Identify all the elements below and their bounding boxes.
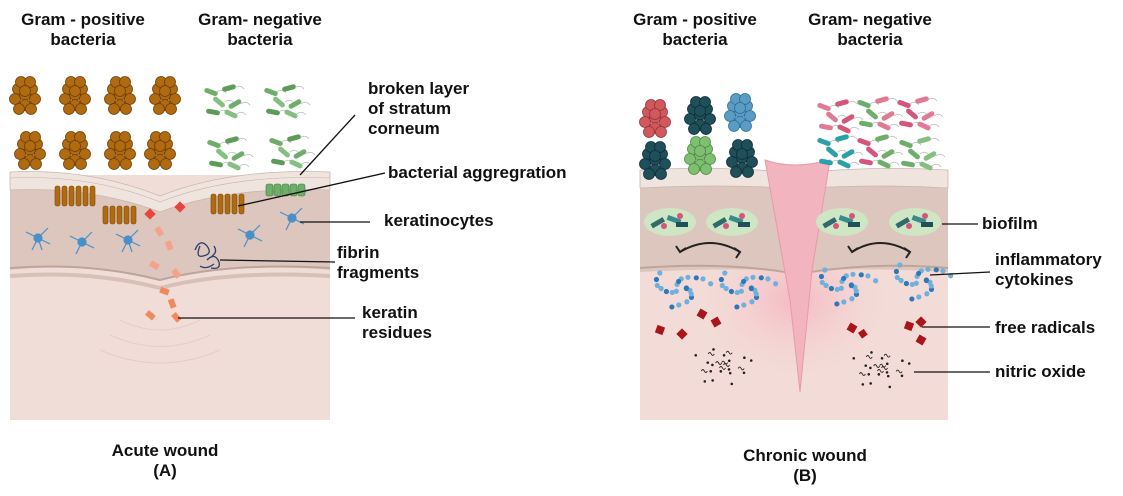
nitric-oxide-particles	[694, 348, 911, 389]
gram-negative-rods-b	[817, 96, 946, 171]
keratin-residues-label: keratin residues	[362, 303, 432, 342]
chronic-wound-title: Chronic wound	[743, 446, 867, 465]
acute-wound-title: Acute wound	[111, 441, 219, 460]
gram-positive-clusters-b	[639, 93, 758, 180]
leader-lines-b	[914, 223, 991, 373]
biofilm-clusters	[644, 208, 941, 236]
biofilm-label: biofilm	[982, 214, 1038, 233]
chronic-wound-letter: (B)	[793, 466, 817, 485]
nitric-oxide-label: nitric oxide	[995, 362, 1086, 381]
free-radicals-label: free radicals	[995, 318, 1096, 337]
green-aggregate-a	[265, 183, 306, 197]
exchange-arrows	[675, 242, 912, 259]
stratum-corneum-label: broken layer of stratum corneum	[368, 79, 470, 138]
panel-b-gram-positive-label: Gram - positive bacteria	[633, 10, 757, 49]
keratin-residues-a	[144, 201, 186, 323]
gram-negative-rods-a	[204, 84, 316, 171]
keratinocytes-label: keratinocytes	[384, 211, 494, 230]
acute-wound-caption: Acute wound (A)	[95, 441, 235, 481]
panel-a-gram-positive-label: Gram - positive bacteria	[21, 10, 145, 49]
free-radicals	[654, 308, 927, 346]
chronic-wound-caption: Chronic wound (B)	[735, 446, 875, 486]
keratinocyte-cells-a	[25, 207, 305, 255]
panel-a-skin	[9, 171, 331, 420]
fibrin-fragments	[194, 242, 220, 270]
leader-lines-a	[178, 114, 386, 319]
inflammatory-cytokines-label: inflammatory cytokines	[995, 250, 1102, 289]
wound-ripples-a	[99, 319, 221, 364]
fibrin-fragments-label: fibrin fragments	[337, 243, 420, 282]
gram-positive-clusters-a	[9, 76, 181, 170]
panel-b-gram-negative-label: Gram- negative bacteria	[808, 10, 932, 49]
acute-wound-letter: (A)	[153, 461, 177, 480]
cytokine-dots	[653, 262, 954, 310]
panel-a-gram-negative-label: Gram- negative bacteria	[198, 10, 322, 49]
bacterial-aggregation-label: bacterial aggregration	[388, 163, 567, 182]
